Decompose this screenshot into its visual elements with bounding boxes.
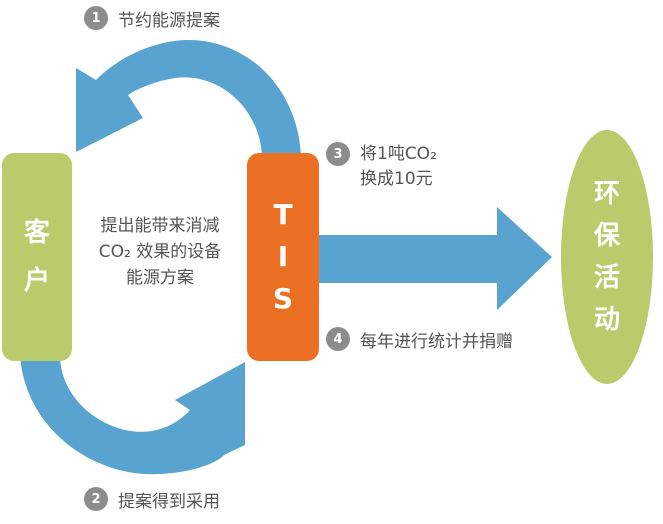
- arrow-tis-to-eco: [318, 207, 552, 310]
- step-label: 节约能源提案: [118, 11, 220, 31]
- proposal-description: 提出能带来消减 CO₂ 效果的设备 能源方案: [82, 213, 238, 291]
- client-box: 客 户: [2, 153, 72, 361]
- step-label: 每年进行统计并捐赠: [360, 332, 513, 352]
- step-label: 将1吨CO₂: [360, 144, 437, 164]
- step-3: 3 将1吨CO₂ 换成10元: [326, 142, 437, 192]
- description-line: 提出能带来消减: [100, 216, 220, 236]
- eco-activity-ellipse: 环 保 活 动: [561, 130, 653, 384]
- step-4: 4 每年进行统计并捐赠: [326, 327, 513, 352]
- client-char: 户: [23, 266, 50, 296]
- step-number-badge: 4: [326, 327, 350, 351]
- description-line: 能源方案: [126, 268, 194, 288]
- step-label: 换成10元: [360, 169, 433, 189]
- step-number-badge: 1: [84, 6, 108, 30]
- step-number-badge: 2: [84, 487, 108, 511]
- eco-char: 保: [593, 221, 620, 251]
- arrow-tis-to-client: [76, 39, 301, 160]
- step-1: 1 节约能源提案: [84, 6, 220, 31]
- eco-char: 动: [593, 305, 620, 335]
- eco-char: 活: [593, 263, 620, 293]
- eco-char: 环: [593, 179, 620, 209]
- tis-char: S: [272, 282, 294, 315]
- tis-box: T I S: [247, 153, 319, 361]
- tis-char: I: [277, 240, 289, 273]
- tis-char: T: [273, 198, 293, 231]
- step-number-badge: 3: [326, 142, 350, 166]
- description-line: CO₂ 效果的设备: [98, 242, 222, 262]
- client-char: 客: [23, 218, 50, 248]
- arrow-client-to-tis: [20, 355, 245, 475]
- step-label: 提案得到采用: [118, 492, 220, 512]
- step-2: 2 提案得到采用: [84, 487, 220, 512]
